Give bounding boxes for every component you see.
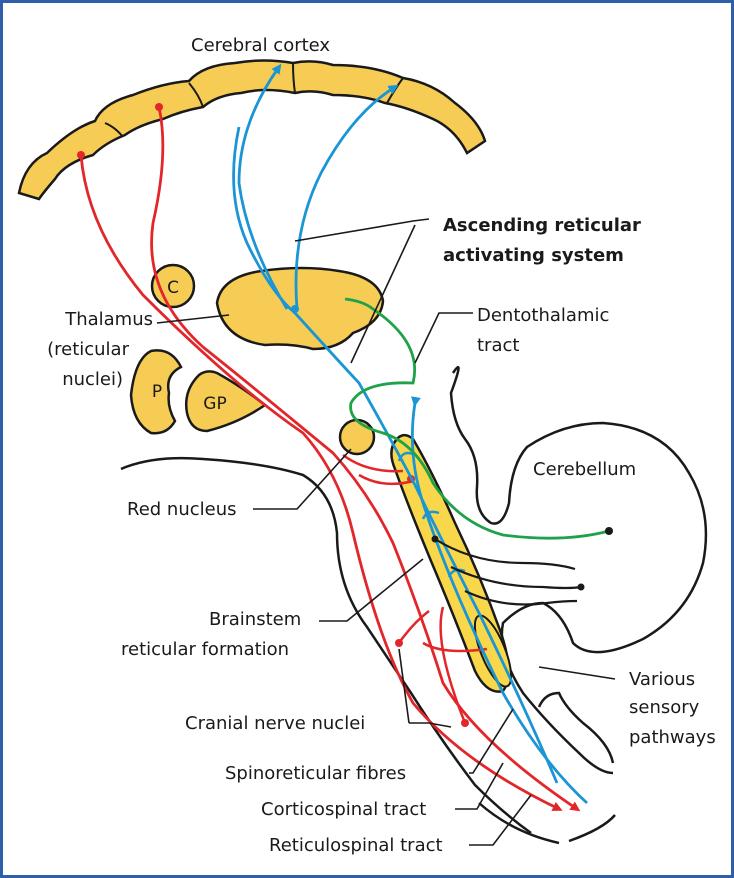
label-various-line1: Various — [629, 669, 695, 690]
ascending-collaterals — [397, 451, 466, 578]
dentate-nucleus-dot — [605, 527, 613, 535]
ascending-pathway-2 — [410, 396, 588, 805]
aras-to-cortex-left — [237, 63, 289, 310]
label-thalamus-line2: (reticular — [47, 339, 129, 360]
cranial-nerve-nucleus-1 — [395, 639, 403, 647]
globus-pallidus — [185, 370, 268, 433]
reticulospinal-tract-line — [150, 106, 581, 812]
label-cerebellum: Cerebellum — [533, 459, 636, 480]
brainstem-outline-anterior — [120, 456, 532, 835]
spinal-cord-outline — [478, 802, 616, 845]
reticular-red-branches — [342, 453, 488, 724]
label-aras-line1: Ascending reticular — [443, 215, 641, 236]
dentothalamic-tract-line — [344, 297, 610, 540]
leader-lines — [156, 218, 616, 846]
label-dentothalamic-line1: Dentothalamic — [477, 305, 609, 326]
cerebral-cortex — [17, 59, 487, 201]
label-cerebral-cortex: Cerebral cortex — [191, 35, 330, 56]
fourth-ventricle-outline — [537, 691, 615, 764]
putamen — [129, 349, 183, 435]
corticospinal-tract-line — [79, 154, 563, 811]
thalamus-blue-dot — [291, 305, 299, 313]
label-red-nucleus: Red nucleus — [127, 499, 237, 520]
red-nucleus — [338, 418, 376, 456]
label-spinoreticular: Spinoreticular fibres — [225, 763, 406, 784]
label-thalamus-line1: Thalamus — [64, 309, 153, 330]
cortex-neuron-2 — [155, 103, 163, 111]
reticular-formation-lower-nucleus — [473, 614, 513, 688]
label-various-line3: pathways — [629, 727, 716, 748]
caudate-label: C — [167, 278, 179, 298]
globus-pallidus-label: GP — [203, 394, 226, 414]
label-various-line2: sensory — [629, 697, 700, 718]
label-dentothalamic-line2: tract — [477, 335, 519, 356]
aras-to-cortex-right — [294, 84, 399, 310]
cortex-neuron-1 — [77, 151, 85, 159]
label-brainstem-line1: Brainstem — [209, 609, 301, 630]
label-thalamus-line3: nuclei) — [62, 369, 123, 390]
label-aras-line2: activating system — [443, 245, 624, 266]
label-brainstem-line2: reticular formation — [121, 639, 289, 660]
label-corticospinal: Corticospinal tract — [261, 799, 426, 820]
putamen-label: P — [152, 382, 162, 402]
label-cranial-nerve-nuclei: Cranial nerve nuclei — [185, 713, 365, 734]
thalamus — [215, 266, 385, 351]
cranial-nerve-nucleus-2 — [461, 719, 469, 727]
cerebellar-black-fibres — [434, 538, 582, 606]
label-reticulospinal: Reticulospinal tract — [269, 835, 443, 856]
cortex-gyri-line — [104, 62, 404, 138]
reticular-formation-diagram: C P GP — [17, 35, 716, 856]
cerebellar-black-dot-1 — [431, 535, 439, 543]
cerebellar-black-dot-2 — [577, 583, 585, 591]
ascending-pathway-1 — [232, 126, 559, 784]
